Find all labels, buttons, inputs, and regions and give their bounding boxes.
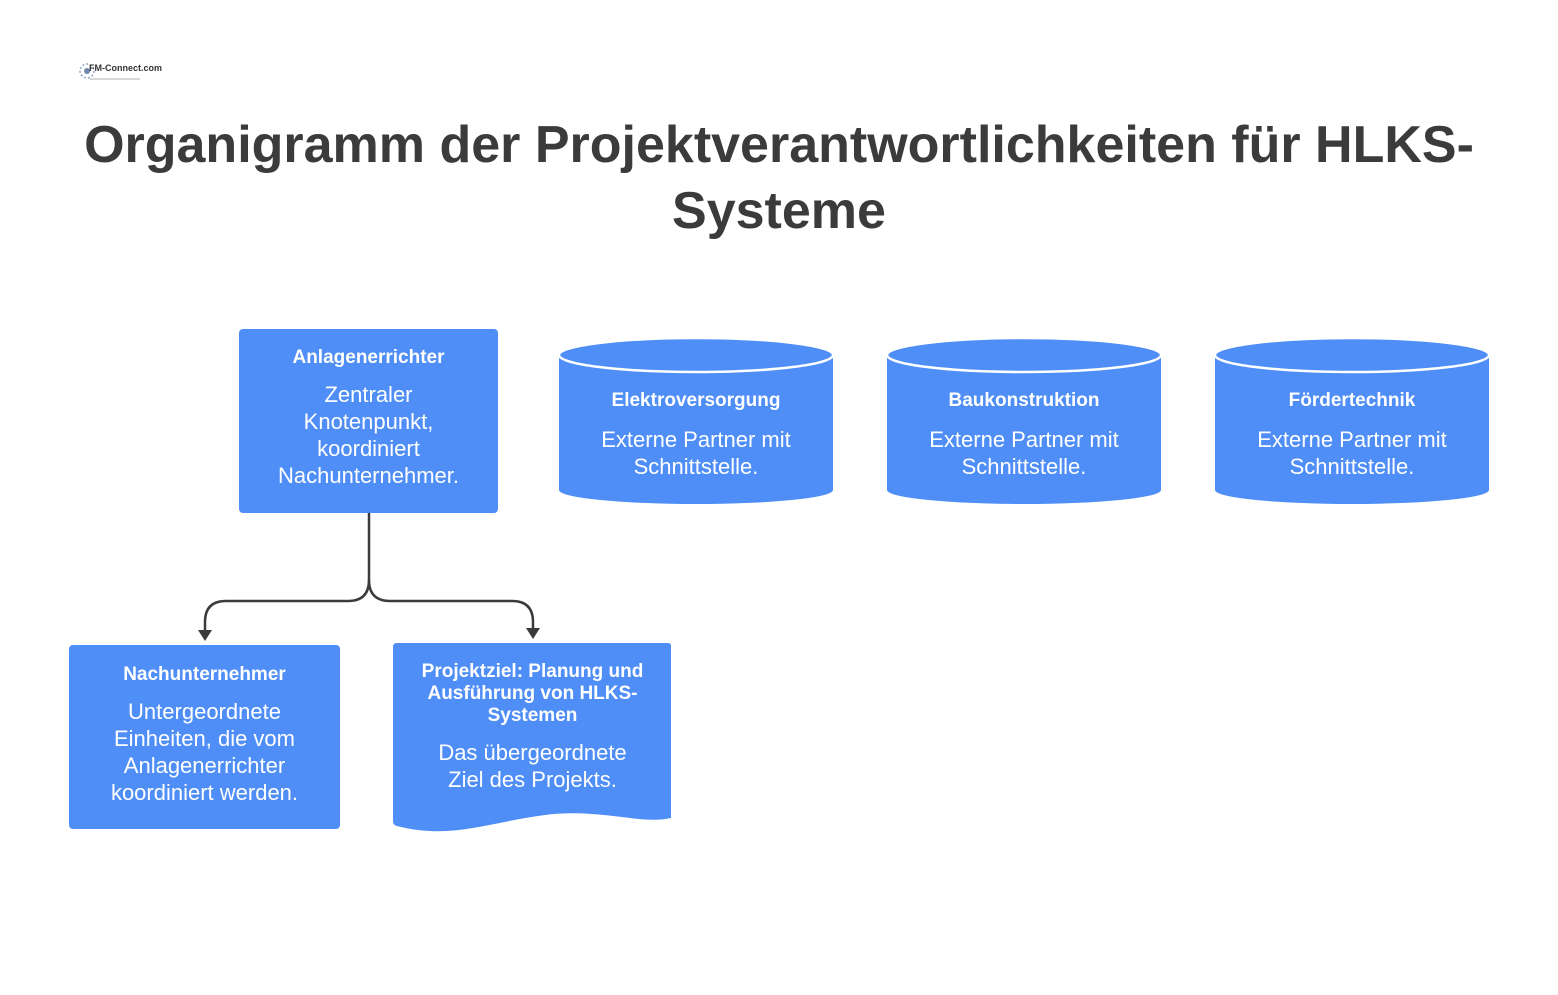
node-baukonstruktion: Baukonstruktion Externe Partner mit Schn…: [887, 390, 1161, 480]
node-description: Externe Partner mit Schnittstelle.: [929, 427, 1119, 479]
node-elektroversorgung: Elektroversorgung Externe Partner mit Sc…: [559, 390, 833, 480]
connector-anlagenerrichter-nachunternehmer: [203, 513, 371, 630]
connector-anlagenerrichter-projektziel: [367, 579, 535, 628]
cylinder-baukonstruktion: [885, 336, 1163, 504]
node-projektziel: Projektziel: Planung und Ausführung von …: [393, 643, 672, 833]
cylinder-foerdertechnik: [1213, 336, 1491, 504]
node-title: Nachunternehmer: [123, 664, 286, 685]
node-title: Fördertechnik: [1288, 390, 1416, 411]
node-title: Elektroversorgung: [611, 390, 781, 411]
diagram-title: Organigramm der Projektverantwortlichkei…: [84, 116, 1474, 240]
logo-text: FM-Connect.com: [89, 63, 162, 73]
node-description: Externe Partner mit Schnittstelle.: [1257, 427, 1447, 479]
arrowhead-projektziel: [526, 628, 540, 639]
node-anlagenerrichter: Anlagenerrichter Zentraler Knotenpunkt, …: [239, 329, 498, 513]
node-title: Projektziel: Planung und Ausführung von …: [421, 661, 644, 726]
node-foerdertechnik: Fördertechnik Externe Partner mit Schnit…: [1215, 390, 1489, 480]
node-description: Zentraler Knotenpunkt, koordiniert Nachu…: [278, 382, 459, 488]
cylinder-elektroversorgung: [557, 336, 835, 504]
node-description: Externe Partner mit Schnittstelle.: [601, 427, 791, 479]
node-title: Baukonstruktion: [948, 390, 1100, 411]
node-description: Untergeordnete Einheiten, die vom Anlage…: [110, 699, 299, 805]
node-nachunternehmer: Nachunternehmer Untergeordnete Einheiten…: [69, 645, 340, 829]
document-shape-projektziel: [393, 643, 671, 832]
node-title: Anlagenerrichter: [292, 347, 445, 368]
arrowhead-nachunternehmer: [198, 630, 212, 641]
fm-connect-logo: [79, 63, 140, 80]
node-description: Das übergeordnete Ziel des Projekts.: [438, 740, 627, 792]
